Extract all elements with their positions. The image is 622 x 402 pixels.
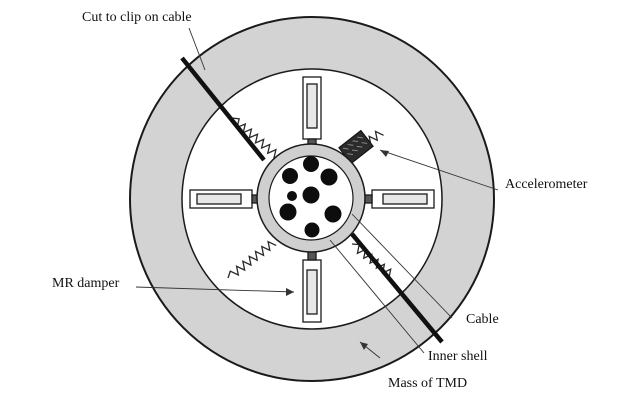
leader-lines bbox=[135, 27, 499, 359]
label-mr-damper: MR damper bbox=[52, 276, 120, 291]
label-cut-to-clip-on-cable: Cut to clip on cable bbox=[82, 10, 192, 25]
cable-line bbox=[180, 56, 444, 344]
core-balls bbox=[279, 156, 342, 238]
label-cable: Cable bbox=[466, 312, 499, 327]
label-mass-of-tmd: Mass of TMD bbox=[388, 376, 468, 391]
arrow-heads bbox=[286, 150, 389, 350]
mr-damper-right bbox=[361, 189, 435, 209]
label-accelerometer: Accelerometer bbox=[505, 177, 588, 192]
spring-lower-left bbox=[227, 240, 277, 279]
mr-damper-bottom bbox=[302, 243, 322, 323]
mr-damper-left bbox=[189, 189, 263, 209]
label-inner-shell: Inner shell bbox=[428, 349, 488, 364]
